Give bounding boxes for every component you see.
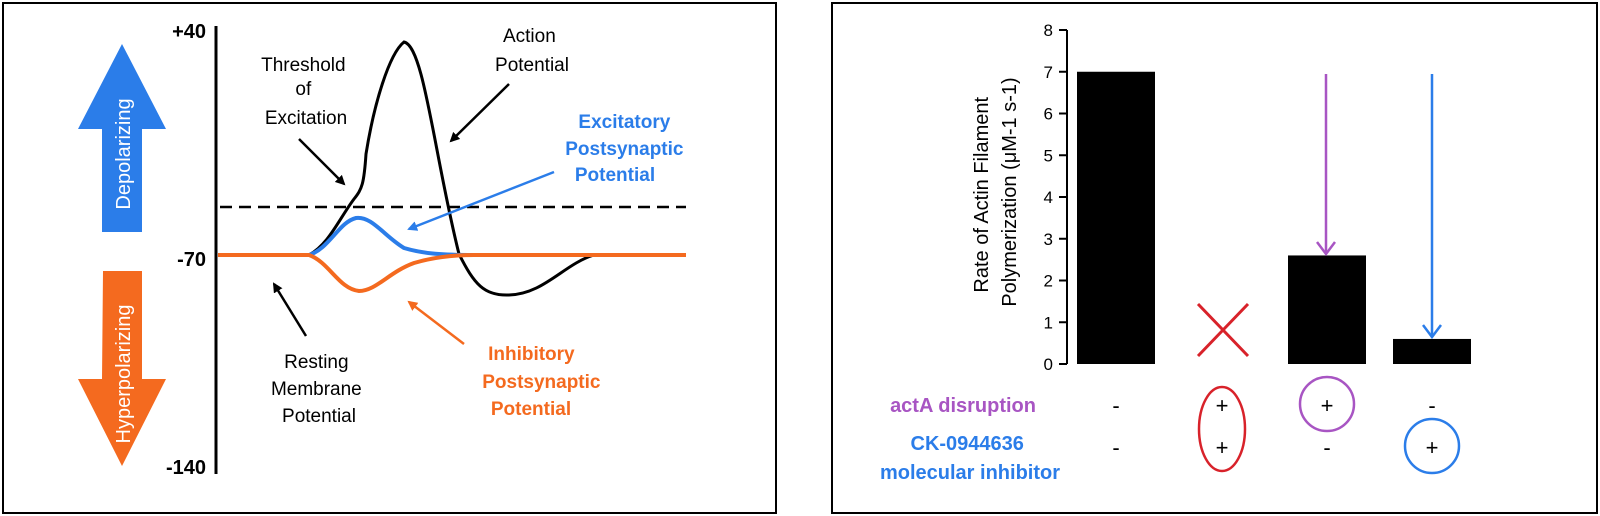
membrane-potential-panel: Depolarizing Hyperpolarizing +40 -70 -14… xyxy=(2,2,777,514)
axis-label-bottom: -140 xyxy=(166,457,206,479)
ipsp-arrow xyxy=(407,300,465,345)
ytick-label-8: 8 xyxy=(1044,21,1053,40)
depolarizing-label: Depolarizing xyxy=(113,98,135,209)
purple-arrowhead xyxy=(1316,241,1336,257)
blue-arrowhead xyxy=(1422,324,1442,340)
cond1-ck-sign: - xyxy=(1112,435,1119,460)
threshold-label: Threshold of Excitation xyxy=(261,55,351,129)
action-potential-arrow xyxy=(449,83,510,143)
cond1-acta-sign: - xyxy=(1112,393,1119,418)
ytick-label-1: 1 xyxy=(1044,313,1053,332)
ipsp-label: Inhibitory Postsynaptic Potential xyxy=(482,344,606,420)
cond3-acta-sign: + xyxy=(1321,393,1334,418)
ytick-label-2: 2 xyxy=(1044,272,1053,291)
axis-label-mid: -70 xyxy=(177,249,206,271)
ytick-label-6: 6 xyxy=(1044,105,1053,124)
epsp-trace xyxy=(218,215,686,257)
threshold-arrow xyxy=(298,138,346,186)
cond4-blue-circle xyxy=(1403,417,1461,475)
cond3-ck-sign: - xyxy=(1323,435,1330,460)
ytick-label-0: 0 xyxy=(1044,355,1053,374)
cond4-acta-sign: - xyxy=(1428,393,1435,418)
bar-1 xyxy=(1077,71,1155,364)
ipsp-trace xyxy=(218,253,686,294)
actin-bar-chart: Rate of Actin Filament Polymerization (μ… xyxy=(880,21,1471,484)
actin-chart-panel: Rate of Actin Filament Polymerization (μ… xyxy=(831,2,1598,514)
axis-label-top: +40 xyxy=(172,21,206,43)
chart-bars xyxy=(1077,71,1471,364)
ytick-label-5: 5 xyxy=(1044,146,1053,165)
ytick-label-3: 3 xyxy=(1044,230,1053,249)
chart-yticks: 0 1 2 3 4 5 6 7 8 xyxy=(1044,21,1067,374)
hyperpolarizing-arrow: Hyperpolarizing xyxy=(78,271,166,466)
cond2-ck-sign: + xyxy=(1216,435,1229,460)
action-potential-trace xyxy=(308,40,684,297)
ck-row-label: CK-0944636 molecular inhibitor xyxy=(880,433,1060,484)
ytick-label-7: 7 xyxy=(1044,63,1053,82)
cond2-red-oval xyxy=(1197,385,1247,473)
cond4-ck-sign: + xyxy=(1426,435,1439,460)
resting-arrow xyxy=(272,282,308,337)
epsp-label: Excitatory Postsynaptic Potential xyxy=(565,112,689,186)
no-data-x-mark xyxy=(1196,302,1250,358)
action-potential-label: Action Potential xyxy=(495,26,569,76)
membrane-potential-diagram: Depolarizing Hyperpolarizing +40 -70 -14… xyxy=(78,21,689,479)
acta-row-label: actA disruption xyxy=(890,395,1036,417)
depolarizing-arrow: Depolarizing xyxy=(78,44,166,232)
bar-4 xyxy=(1393,338,1471,364)
cond3-purple-circle xyxy=(1298,375,1356,433)
chart-ylabel: Rate of Actin Filament Polymerization (μ… xyxy=(971,77,1021,306)
bar-3 xyxy=(1288,255,1366,364)
epsp-arrow xyxy=(407,170,555,231)
resting-label: Resting Membrane Potential xyxy=(271,352,367,427)
ytick-label-4: 4 xyxy=(1044,188,1053,207)
cond2-acta-sign: + xyxy=(1216,393,1229,418)
hyperpolarizing-label: Hyperpolarizing xyxy=(113,305,135,444)
